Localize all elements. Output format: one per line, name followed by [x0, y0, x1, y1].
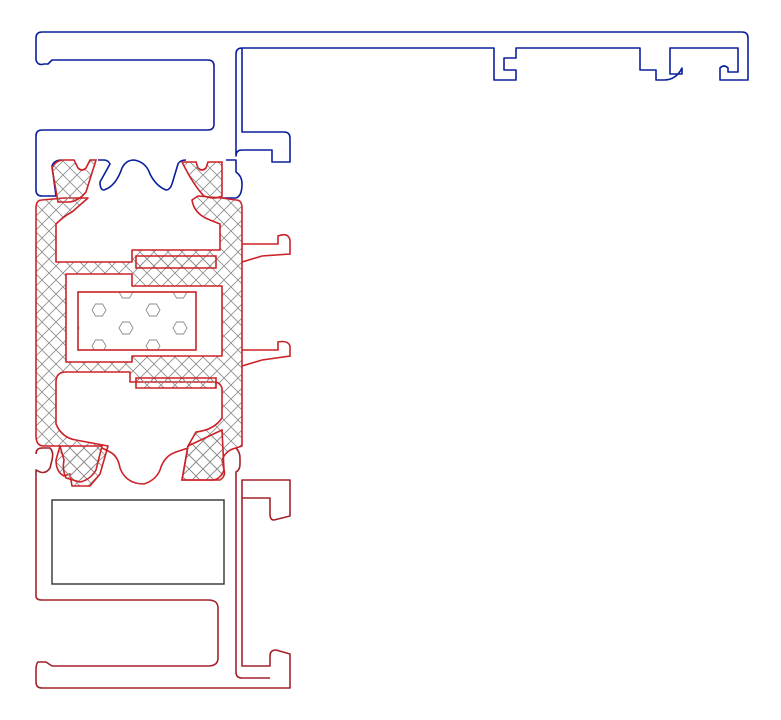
thermal-break-spline-lower — [135, 377, 217, 389]
sash-profile — [35, 447, 291, 689]
glazing-unit — [51, 499, 225, 585]
insulation-insert — [77, 291, 197, 351]
thermal-break-right-fins — [241, 233, 291, 367]
frame-top-profile — [35, 31, 749, 163]
sash-outer-outline — [35, 447, 291, 689]
thermal-break-lower-right-node — [181, 428, 225, 481]
lower-groove — [101, 447, 189, 485]
thermal-break-spline — [135, 255, 217, 269]
thermal-break-left-node — [51, 159, 98, 203]
outer-frame — [35, 31, 749, 199]
glazing-pane — [51, 499, 225, 585]
sash-right-wall — [235, 447, 270, 679]
insulation-insert-body — [77, 291, 197, 351]
frame-left-profile — [35, 38, 215, 197]
frame-right-lip — [222, 159, 243, 199]
lower-groove-curve — [101, 447, 189, 485]
frame-inner-groove — [98, 159, 187, 191]
thermal-break-right-node — [180, 161, 223, 199]
thermal-break-lower-left-node — [58, 445, 104, 483]
